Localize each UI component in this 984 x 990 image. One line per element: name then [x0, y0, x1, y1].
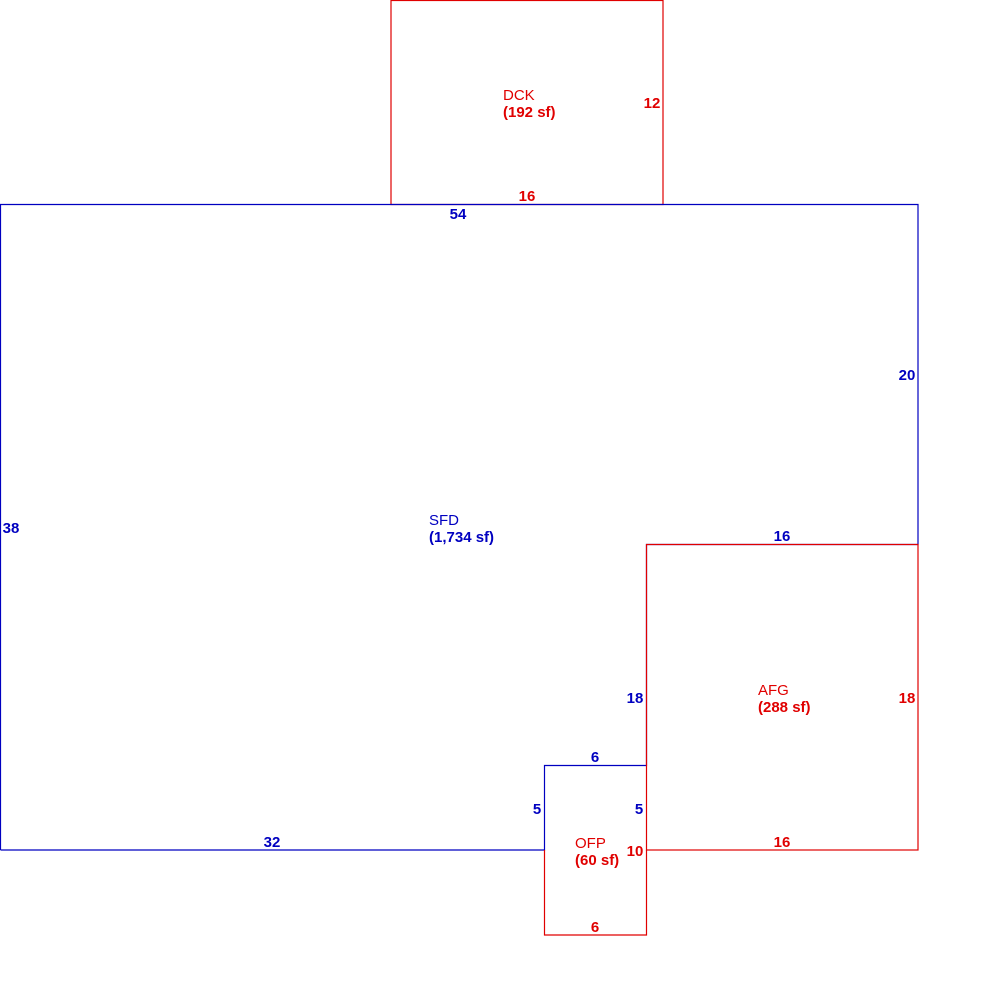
dim-sfd-right: 20: [899, 367, 916, 384]
dim-ofp-bottom: 6: [591, 919, 599, 936]
dim-sfd-bottom: 32: [264, 834, 281, 851]
ofp-outline: [543, 850, 648, 936]
dim-dck-right: 12: [644, 95, 661, 112]
ofp-label-name: OFP: [575, 835, 606, 852]
dim-dck-bottom: 16: [519, 188, 536, 205]
sfd-label-sf: (1,734 sf): [429, 529, 494, 546]
ofp-label-sf: (60 sf): [575, 852, 619, 869]
dim-afg-bottom: 16: [774, 834, 791, 851]
dim-afg-right: 18: [899, 690, 916, 707]
dim-sfd-step: 16: [774, 528, 791, 545]
afg-label-sf: (288 sf): [758, 699, 811, 716]
dim-sfd-notch-left: 5: [533, 801, 541, 818]
dim-sfd-notch-top: 6: [591, 749, 599, 766]
sfd-label-name: SFD: [429, 512, 459, 529]
afg-outline: [645, 543, 919, 851]
dim-sfd-inner: 18: [627, 690, 644, 707]
dim-sfd-notch-right: 5: [635, 801, 643, 818]
dck-label-name: DCK: [503, 87, 535, 104]
dim-sfd-top: 54: [450, 206, 467, 223]
dim-ofp-right: 10: [627, 843, 644, 860]
afg-label-name: AFG: [758, 682, 789, 699]
dck-label-sf: (192 sf): [503, 104, 556, 121]
dim-sfd-left: 38: [3, 520, 20, 537]
